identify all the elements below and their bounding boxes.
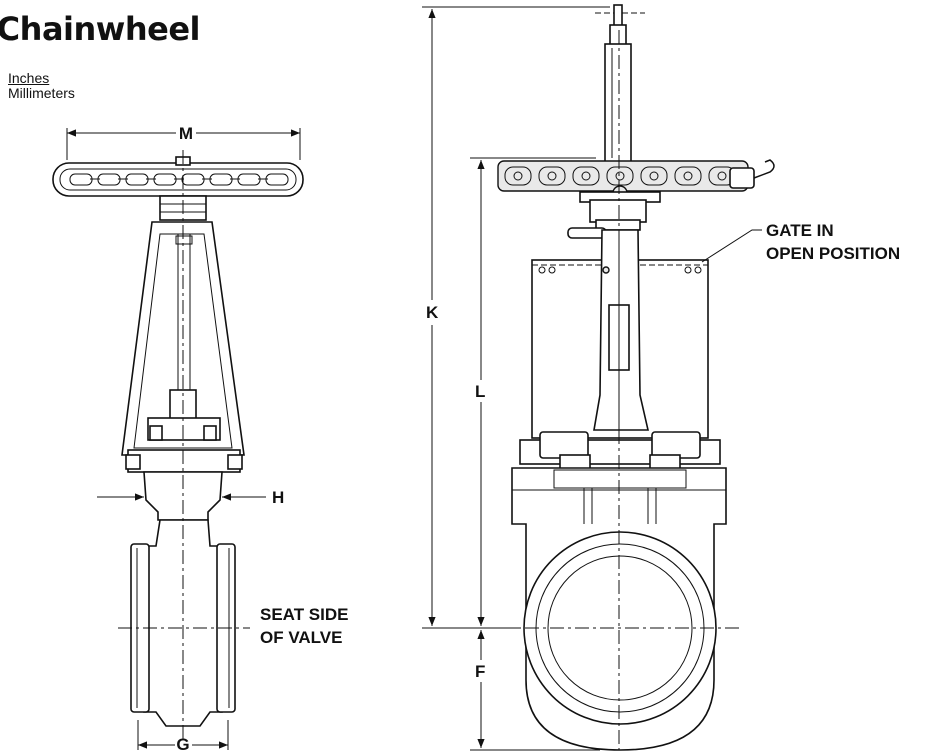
dim-g-label: G — [176, 735, 189, 752]
dim-m-label: M — [179, 124, 193, 143]
dim-k-label: K — [426, 303, 439, 322]
gate-note-line2: OPEN POSITION — [766, 244, 900, 263]
side-view: M — [52, 124, 348, 752]
units-legend: Inches Millimeters — [8, 71, 75, 101]
seat-side-note-line1: SEAT SIDE — [260, 605, 348, 624]
front-view: K L F — [422, 4, 900, 751]
chain-links-front — [504, 166, 736, 186]
drawing-title: Chainwheel — [0, 10, 200, 48]
dim-f-label: F — [475, 662, 485, 681]
seat-side-note-line2: OF VALVE — [260, 628, 343, 647]
stem-front — [604, 43, 632, 163]
dim-l-label: L — [475, 382, 485, 401]
units-millimeters: Millimeters — [8, 85, 75, 101]
units-inches: Inches — [8, 70, 50, 86]
gate-note-line1: GATE IN — [766, 221, 834, 240]
chain-links-side — [69, 173, 289, 186]
dim-h-label: H — [272, 488, 284, 507]
